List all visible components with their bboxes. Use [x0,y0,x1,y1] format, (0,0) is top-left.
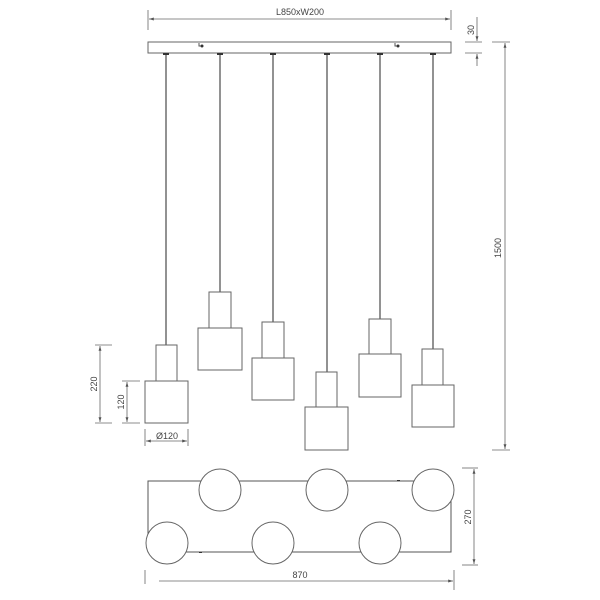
canopy-size-label: L850xW200 [276,7,324,17]
pendant-6 [411,53,455,428]
shade-height-label: 120 [116,394,126,409]
shade-diameter-dimension: Ø120 [144,429,189,446]
pendant-height-label: 220 [89,376,99,391]
pendant-5 [358,53,402,398]
pendant-height-dimension: 220 [89,344,112,424]
plan-depth-dimension: 270 [462,467,478,566]
mounting-screw-icon [396,44,400,48]
mounting-screw-icon [200,44,204,48]
plan-shade-circle [358,521,402,565]
plan-shade-circle [251,521,295,565]
total-drop-label: 1500 [493,238,503,258]
shade-height-dimension: 120 [116,380,140,424]
total-drop-dimension: 1500 [492,41,510,451]
pendant-2 [197,53,243,371]
pendant-1 [144,53,189,424]
pendant-4 [304,53,349,451]
plan-depth-label: 270 [463,509,473,524]
plan-shade-circle [145,521,189,565]
plan-view [145,468,455,565]
pendant-3 [251,53,295,401]
plan-shade-circle [305,468,349,512]
shade-diameter-label: Ø120 [156,431,178,441]
plan-width-label: 870 [292,570,307,580]
canopy-width-dimension: L850xW200 [147,7,452,30]
canopy-height-dimension: 30 [465,17,482,66]
canopy-height-label: 30 [466,25,476,35]
plan-width-dimension: 870 [144,570,455,590]
plan-shade-circle [411,468,455,512]
canopy [147,41,452,54]
plan-shade-circle [198,468,242,512]
